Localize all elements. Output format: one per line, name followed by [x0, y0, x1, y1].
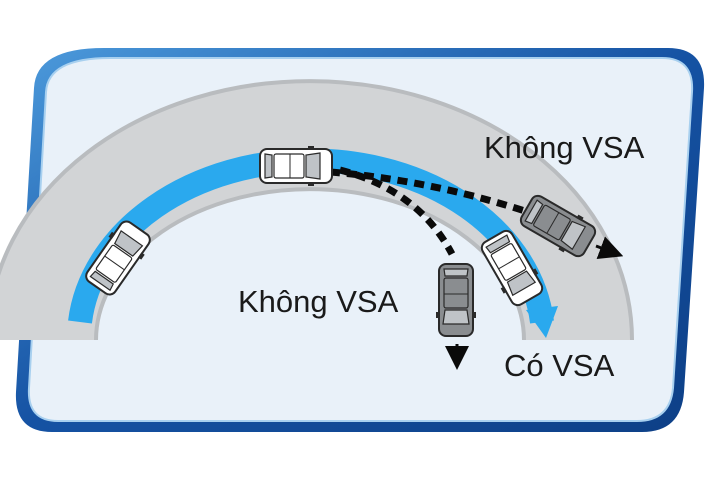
car-skid-inward-icon	[435, 263, 477, 337]
road-surface	[0, 83, 630, 342]
car-apex-icon	[259, 145, 333, 187]
vsa-path-arrow-icon	[526, 306, 558, 338]
label-without-vsa-bottom: Không VSA	[238, 284, 399, 319]
skid-path-inward	[339, 166, 456, 256]
skid-path-outward	[329, 168, 530, 216]
label-without-vsa-top: Không VSA	[484, 130, 645, 165]
arrow-outward-icon	[595, 236, 624, 260]
label-with-vsa: Có VSA	[504, 348, 615, 383]
